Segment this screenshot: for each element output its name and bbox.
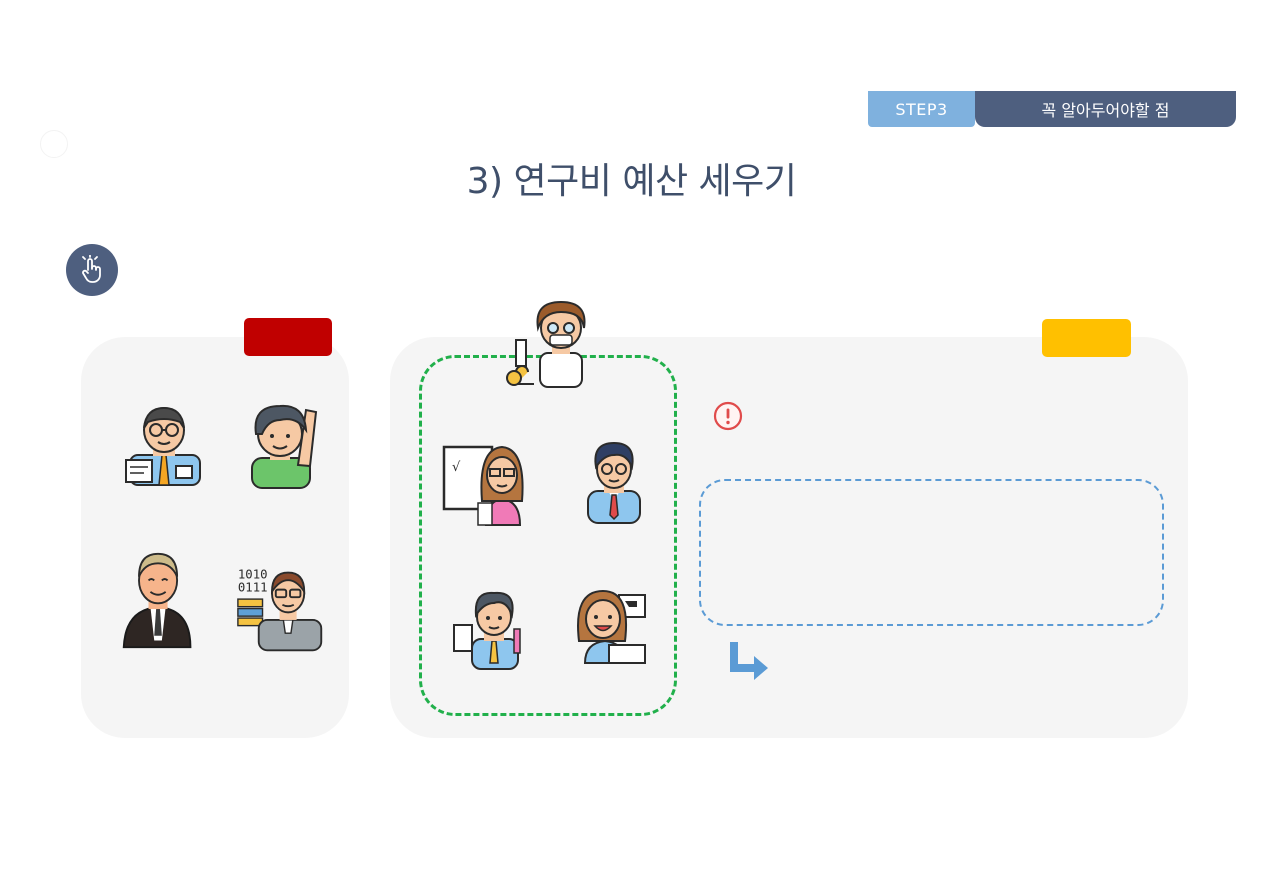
step-title-tab: 꼭 알아두어야할 점 — [975, 91, 1236, 127]
assistant-avatar-icon — [453, 591, 521, 670]
scientist-avatar-icon — [506, 300, 586, 388]
svg-text:0111: 0111 — [238, 581, 268, 595]
pointer-hand-icon — [82, 255, 101, 283]
step-label: STEP3 — [895, 99, 948, 119]
left-panel — [81, 337, 349, 738]
lecturer-avatar-icon: √ — [442, 445, 524, 526]
page-title: 3) 연구비 예산 세우기 — [466, 161, 797, 202]
step-title: 꼭 알아두어야할 점 — [1041, 101, 1170, 120]
blue-dashed-textbox — [699, 479, 1164, 626]
turn-right-arrow-icon — [730, 642, 768, 680]
student-avatar-icon — [251, 404, 318, 489]
businessman-avatar-icon — [122, 552, 192, 649]
teacher-avatar-icon — [125, 406, 201, 486]
researcher-avatar-icon — [587, 441, 641, 524]
step-tab: STEP3 — [868, 91, 975, 127]
presenter-avatar-icon — [577, 589, 646, 664]
yellow-label-tag — [1042, 319, 1131, 357]
svg-text:1010: 1010 — [238, 567, 268, 581]
hand-pointer-button[interactable] — [66, 244, 118, 296]
right-panel — [390, 337, 1188, 738]
decorative-circle — [40, 130, 68, 158]
programmer-avatar-icon: 1010 0111 — [237, 567, 323, 652]
exclamation-circle-icon — [713, 401, 743, 431]
svg-text:√: √ — [452, 460, 461, 475]
red-label-tag — [244, 318, 332, 356]
